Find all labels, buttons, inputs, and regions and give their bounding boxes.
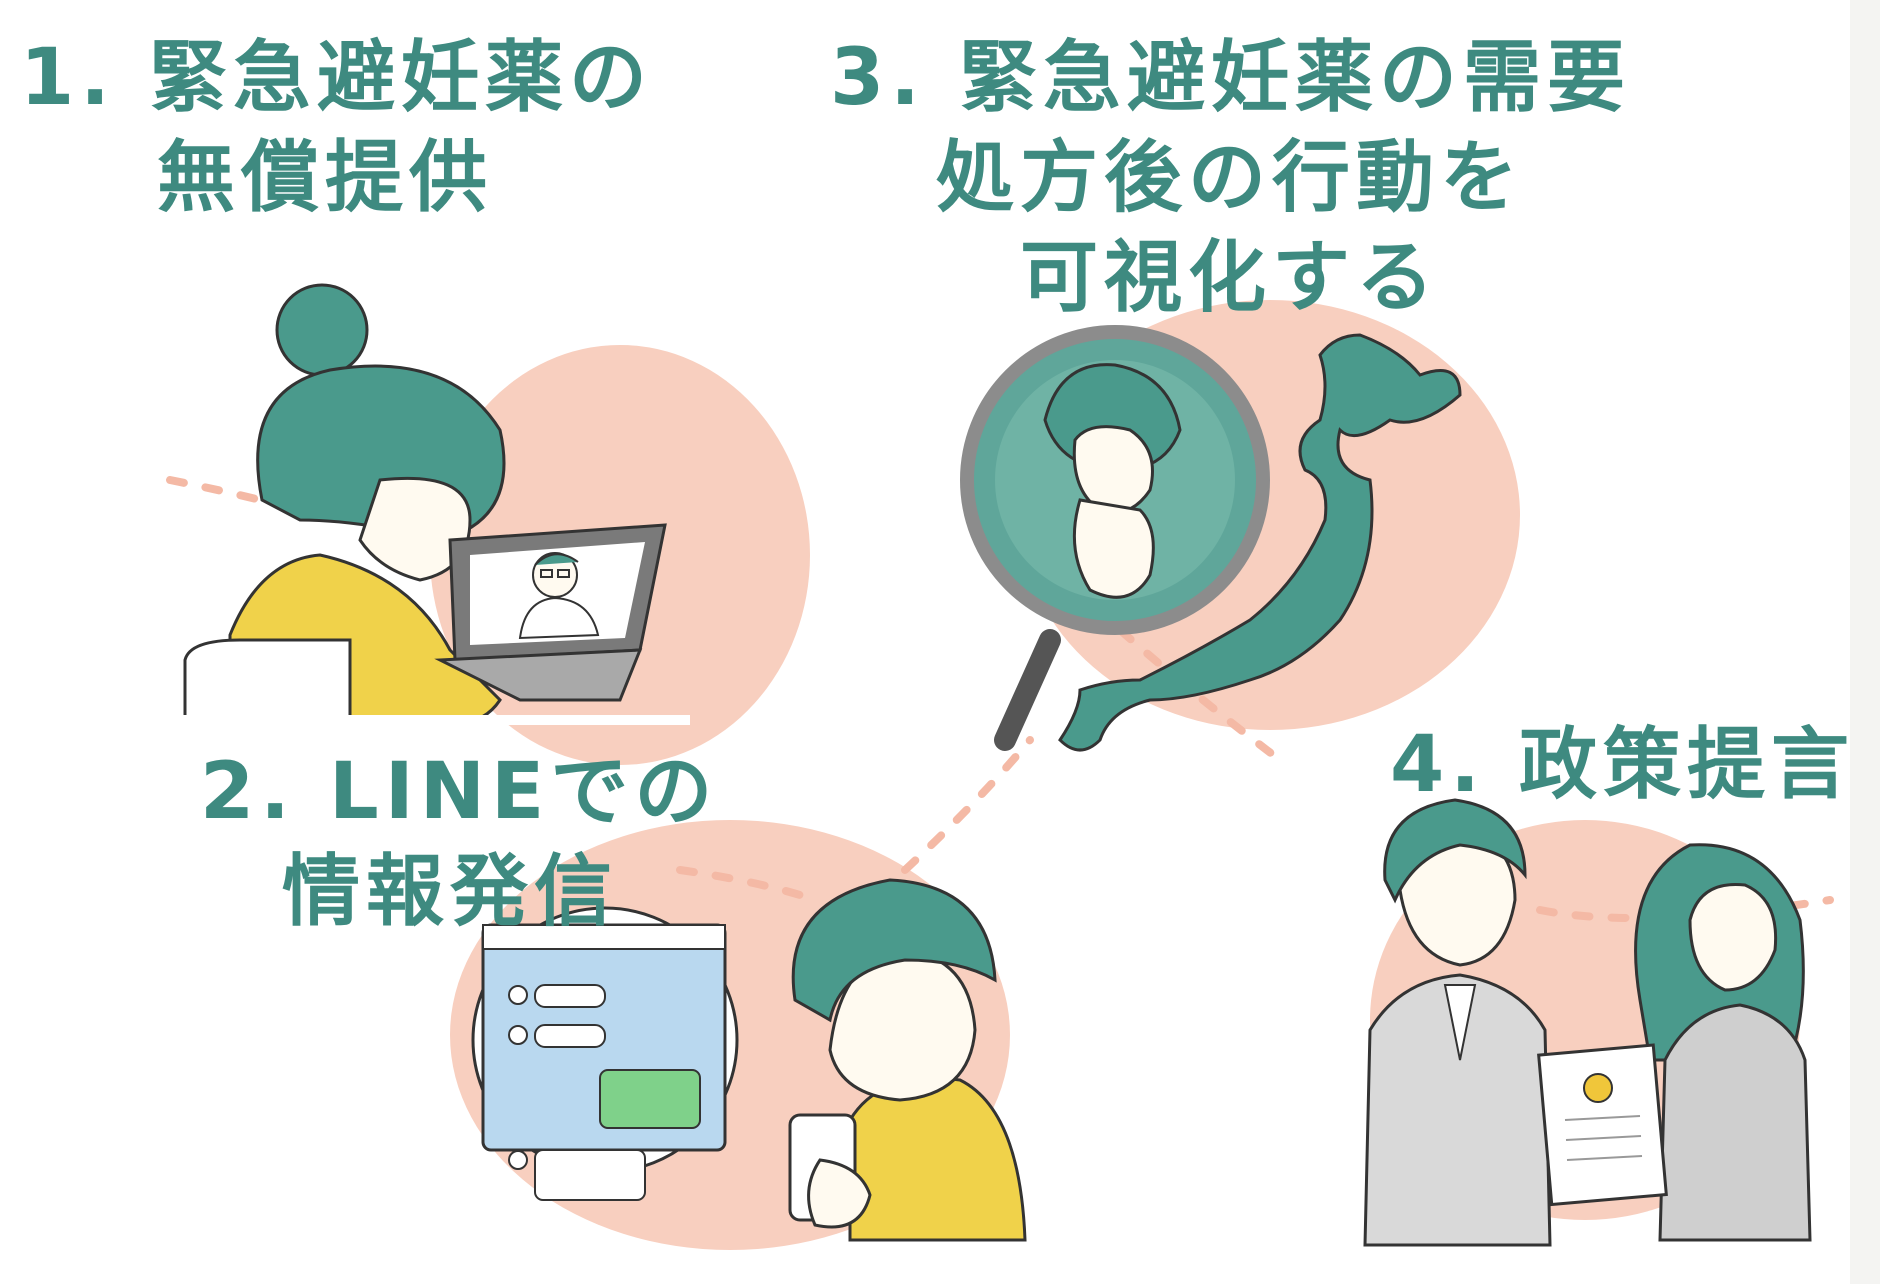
japan-map [1058,333,1462,752]
man-suit [1363,973,1552,1247]
scene-1-girl-laptop [160,283,690,725]
title-section-4-line-1: 4. 政策提言 [1390,720,1856,810]
laptop-base [434,648,643,702]
magnifier-handle [994,629,1061,751]
title-section-1-line-1: 1. 緊急避妊薬の [20,33,654,123]
title-section-3-line-2: 処方後の行動を [935,133,1524,223]
baby-face [1072,425,1154,514]
proposal-document [1537,1043,1668,1207]
title-section-3-line-3: 可視化する [1019,233,1440,323]
woman-face [1688,882,1778,992]
scene-3-magnifier-map [960,325,1462,752]
boy-hair [791,878,997,1023]
title-section-1: 1. 緊急避妊薬の 無償提供 [20,28,654,228]
woman-suit [1658,1003,1812,1242]
boy-hand [807,1158,872,1229]
title-section-2-line-2: 情報発信 [281,847,618,937]
desk [160,715,690,725]
doctor-coat [518,596,600,640]
right-margin [1850,0,1880,1284]
title-section-3-line-1: 3. 緊急避妊薬の需要 [830,33,1632,123]
chair [183,638,352,720]
title-section-1-line-2: 無償提供 [156,133,493,223]
title-section-4: 4. 政策提言 [1390,715,1855,815]
boy-sweater [848,1076,1027,1242]
baby-body [1072,498,1155,599]
scene-2-line-chat [471,878,1027,1242]
title-section-3: 3. 緊急避妊薬の需要 処方後の行動を 可視化する [830,28,1630,328]
scene-4-policy-proposal [1363,798,1812,1247]
title-section-2: 2. LINEでの 情報発信 [200,742,719,942]
title-section-2-line-1: 2. LINEでの [200,747,719,837]
man-hair [1383,798,1527,904]
chat-bubbles [508,984,701,1201]
hair-bun [275,283,369,377]
